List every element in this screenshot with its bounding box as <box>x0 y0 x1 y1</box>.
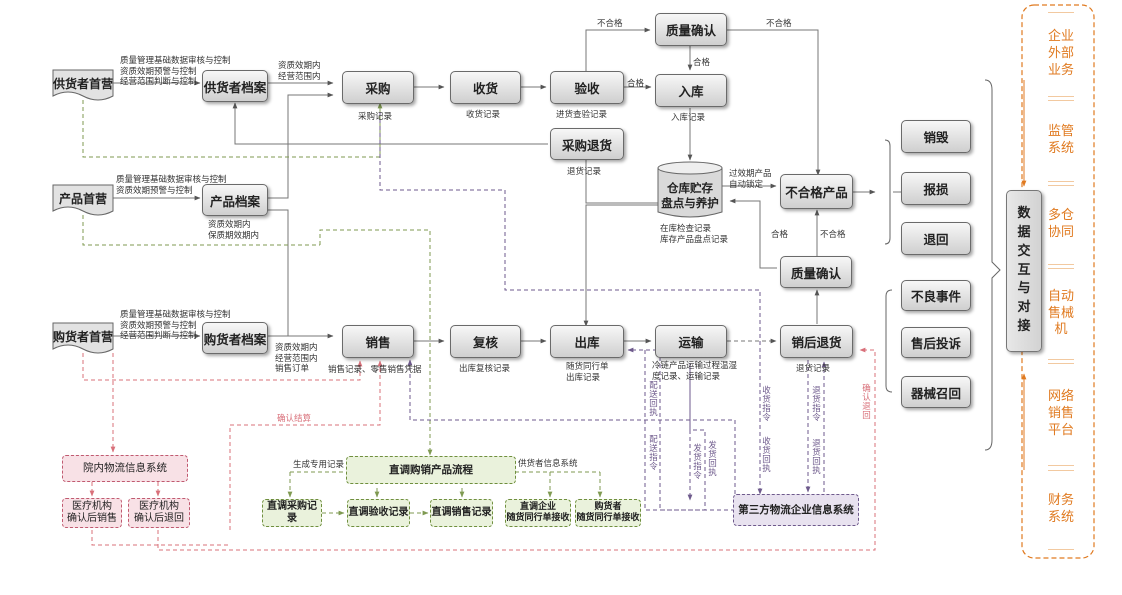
stock-in-record-note: 入库记录 <box>671 113 706 123</box>
product-control-note: 质量管理基础数据审核与控制 资质效期预警与控制 <box>116 175 227 196</box>
ship-command-label: 配送指令 <box>649 435 658 472</box>
supplier-scope-note: 资质效期内 经营范围内 <box>278 61 321 82</box>
generate-record-note: 生成专用记录 <box>293 460 345 470</box>
third-party-logistics-system[interactable]: 第三方物流企业信息系统 <box>733 494 859 526</box>
after-sale-return-node[interactable]: 销后退货 <box>780 325 853 358</box>
supplier-file-node[interactable]: 供货者档案 <box>202 70 268 102</box>
edge-label-qualified-1: 合格 <box>693 58 711 68</box>
edge-label-unqualified-1: 不合格 <box>597 19 623 29</box>
stock-in-node[interactable]: 入库 <box>655 74 727 107</box>
direct-accept-record[interactable]: 直调验收记录 <box>347 499 410 527</box>
quality-confirm-bottom-node[interactable]: 质量确认 <box>780 256 852 288</box>
destroy-node[interactable]: 销毁 <box>901 120 971 153</box>
external-business-tag: 企业外部业务 <box>1048 12 1074 97</box>
deliver-command-label: 发货指令 <box>693 444 702 481</box>
product-file-node[interactable]: 产品档案 <box>202 184 268 216</box>
accept-record-note: 进货查验记录 <box>556 110 608 120</box>
return-command-label: 退货指令 <box>812 386 821 423</box>
expired-lock-note: 过效期产品 自动锁定 <box>729 169 772 190</box>
purchase-return-node[interactable]: 采购退货 <box>550 128 624 160</box>
hospital-logistics-system[interactable]: 院内物流信息系统 <box>62 455 188 482</box>
buyer-first-shape <box>52 322 114 354</box>
vending-machine-tag: 自动售械机 <box>1048 268 1074 360</box>
purchase-record-note: 采购记录 <box>358 112 393 122</box>
buyer-scope-note: 资质效期内 经营范围内 销售订单 <box>275 343 318 375</box>
receive-node[interactable]: 收货 <box>450 71 521 104</box>
return-back-node[interactable]: 退回 <box>901 222 971 255</box>
receive-command-label: 收货指令 <box>762 386 771 423</box>
regulatory-system-tag: 监管系统 <box>1048 100 1074 182</box>
buyer-receipt[interactable]: 购货者 随货同行单接收 <box>575 499 641 527</box>
edge-label-qualified-2: 合格 <box>627 79 645 89</box>
buyer-control-note: 质量管理基础数据审核与控制 资质效期预警与控制 经营范围判断与控制 <box>120 310 231 342</box>
transport-record-note: 冷链产品运输过程温湿 度记录、运输记录 <box>652 361 738 382</box>
edge-label-unqualified-3: 不合格 <box>820 230 846 240</box>
deliver-receipt-label: 发货回执 <box>708 441 717 478</box>
recheck-record-note: 出库复核记录 <box>459 364 511 374</box>
buyer-file-node[interactable]: 购货者档案 <box>202 322 268 354</box>
receive-record-note: 收货记录 <box>466 110 501 120</box>
buyer-first-registration[interactable]: 购货者首营 <box>53 329 114 344</box>
receive-receipt-label: 收货回执 <box>762 437 771 474</box>
online-sales-platform-tag: 网络销售平台 <box>1048 363 1074 466</box>
scrap-node[interactable]: 报损 <box>901 172 971 205</box>
finance-system-tag: 财务系统 <box>1048 470 1074 550</box>
after-sale-return-record-note: 退货记录 <box>796 364 831 374</box>
product-first-registration[interactable]: 产品首营 <box>58 191 107 206</box>
stock-out-node[interactable]: 出库 <box>550 325 624 358</box>
warehouse-storage-label: 仓库贮存 盘点与养护 <box>661 181 719 210</box>
transport-node[interactable]: 运输 <box>655 325 727 358</box>
after-sale-complaint-node[interactable]: 售后投诉 <box>901 327 971 358</box>
quality-confirm-top-node[interactable]: 质量确认 <box>655 13 727 46</box>
supplier-control-note: 质量管理基础数据审核与控制 资质效期预警与控制 经营范围判断与控制 <box>120 56 231 88</box>
return-receipt-label: 退货回执 <box>812 439 821 476</box>
edge-label-confirm-settle: 确认结算 <box>277 414 312 424</box>
product-first-shape <box>52 184 114 216</box>
sales-record-note: 销售记录、零售销售凭据 <box>328 365 422 375</box>
stock-out-record-note: 随货同行单 出库记录 <box>566 362 609 383</box>
data-exchange-node[interactable]: 数 据 交 互 与 对 接 <box>1006 190 1042 352</box>
warehouse-record-note: 在库检查记录 库存产品盘点记录 <box>660 224 729 245</box>
sales-node[interactable]: 销售 <box>342 325 414 358</box>
nonconforming-product-node[interactable]: 不合格产品 <box>780 174 853 209</box>
purchase-node[interactable]: 采购 <box>342 71 414 104</box>
supplier-first-registration[interactable]: 供货者首营 <box>53 76 114 91</box>
direct-transfer-flow[interactable]: 直调购销产品流程 <box>346 456 516 484</box>
edge-label-qualified-3: 合格 <box>771 230 789 240</box>
device-recall-node[interactable]: 器械召回 <box>901 376 971 408</box>
supplier-info-system-note: 供货者信息系统 <box>518 459 578 469</box>
edge-label-unqualified-2: 不合格 <box>766 19 792 29</box>
recheck-node[interactable]: 复核 <box>450 325 521 358</box>
multi-warehouse-tag: 多仓协同 <box>1048 185 1074 265</box>
direct-company-receipt[interactable]: 直调企业 随货同行单接收 <box>505 499 571 527</box>
medical-after-sale-node[interactable]: 医疗机构 确认后销售 <box>62 498 122 528</box>
ship-receipt-label: 配送回执 <box>649 381 658 418</box>
product-scope-note: 资质效期内 保质期效期内 <box>208 220 260 241</box>
direct-purchase-record[interactable]: 直调采购记录 <box>262 499 322 527</box>
medical-return-node[interactable]: 医疗机构 确认后退回 <box>128 498 190 528</box>
return-record-note: 退货记录 <box>567 167 602 177</box>
supplier-first-shape <box>52 69 114 101</box>
accept-node[interactable]: 验收 <box>550 71 624 104</box>
adverse-event-node[interactable]: 不良事件 <box>901 280 971 311</box>
confirm-return-label: 确认退回 <box>862 384 871 421</box>
direct-sale-record[interactable]: 直调销售记录 <box>430 499 493 527</box>
warehouse-cylinder[interactable] <box>657 161 723 218</box>
